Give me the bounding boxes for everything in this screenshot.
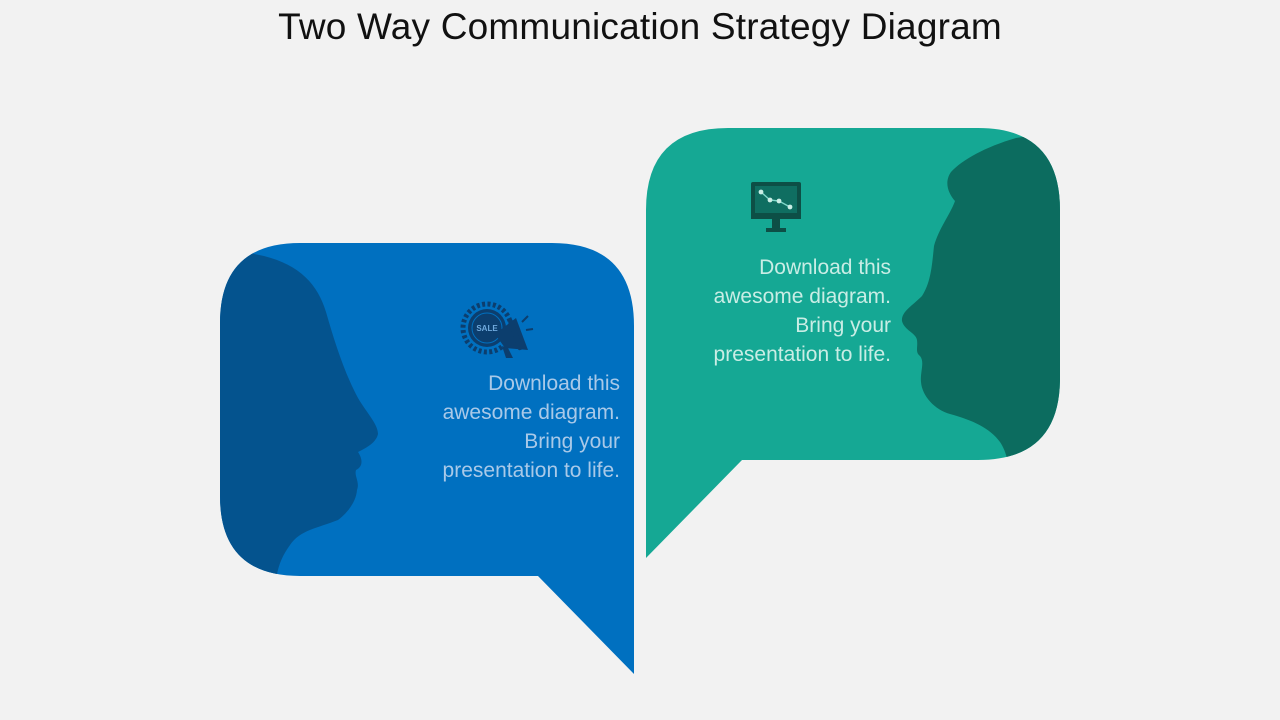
left-bubble-line: Bring your (524, 430, 620, 453)
right-bubble-line: Download this (759, 256, 891, 279)
left-head-silhouette (220, 243, 378, 580)
right-bubble-text: Download this awesome diagram. Bring you… (650, 253, 891, 369)
right-head-silhouette (901, 128, 1060, 462)
left-bubble-text: Download this awesome diagram. Bring you… (380, 369, 620, 485)
right-bubble-line: awesome diagram. (713, 285, 891, 308)
left-bubble-line: Download this (488, 372, 620, 395)
sale-megaphone-icon: SALE (460, 301, 534, 358)
left-bubble-line: presentation to life. (442, 459, 620, 482)
left-bubble-line: awesome diagram. (442, 401, 620, 424)
right-bubble-line: presentation to life. (713, 343, 891, 366)
monitor-network-icon (751, 182, 801, 232)
right-bubble-line: Bring your (795, 314, 891, 337)
right-speech-bubble (646, 128, 1060, 558)
sale-badge-text: SALE (476, 324, 498, 333)
slide-title: Two Way Communication Strategy Diagram (278, 6, 1002, 47)
left-speech-bubble: SALE (220, 243, 634, 674)
